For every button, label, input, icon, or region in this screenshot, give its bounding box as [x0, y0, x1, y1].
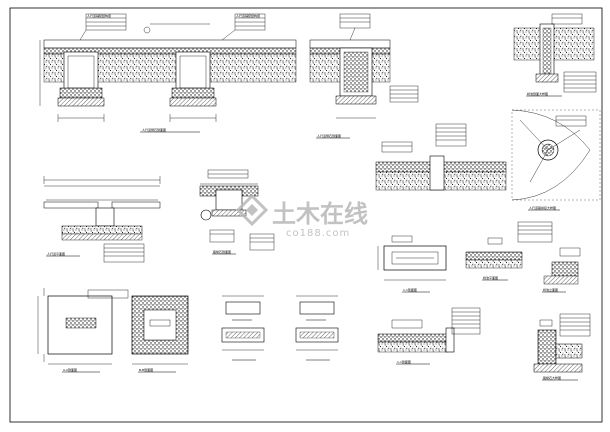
- detail-14-section: 1-1剖面图: [377, 307, 481, 365]
- caption: 人行道侧石剖面图: [142, 127, 166, 132]
- watermark-logo-icon: [235, 193, 269, 227]
- detail-15-section: 路缘石大样图: [533, 313, 591, 381]
- watermark-domain: co188.com: [286, 228, 350, 239]
- caption: 人行道平面图: [47, 251, 65, 256]
- caption: B-B剖面图: [139, 367, 153, 372]
- caption: 树池剖面大样图: [527, 91, 548, 96]
- caption: 树池平面图: [483, 275, 498, 280]
- detail-4-plan: 人行道路拼接大样图: [511, 109, 601, 211]
- detail-7-section: [375, 123, 507, 191]
- detail-8-plan: 1-1剖面图: [377, 235, 447, 293]
- detail-10-section: 树池立面图: [542, 247, 581, 293]
- detail-13-blocks: [221, 295, 339, 361]
- svg-text:人行道铺装结构层: 人行道铺装结构层: [87, 13, 111, 18]
- caption: 树池立面图: [543, 287, 558, 292]
- caption: 路缘石大样图: [543, 375, 561, 380]
- detail-1-section: 人行道铺装结构层 人行道铺装结构层 人行道侧石剖面图: [39, 13, 297, 133]
- detail-5-section: 人行道平面图: [43, 176, 161, 263]
- caption: 路缘石剖面图: [213, 249, 231, 254]
- caption: 人行道路拼接大样图: [529, 205, 556, 210]
- detail-12-plan: B-B剖面图: [131, 295, 189, 373]
- watermark: 土木在线 co188.com: [235, 193, 368, 239]
- caption: 人行道侧石剖面图: [317, 133, 341, 138]
- detail-3-section: 树池剖面大样图: [513, 13, 597, 97]
- watermark-brand: 土木在线: [272, 200, 368, 228]
- caption: 1-1剖面图: [403, 287, 417, 292]
- svg-text:人行道铺装结构层: 人行道铺装结构层: [236, 13, 260, 18]
- caption: A-A剖面图: [63, 367, 77, 372]
- detail-11-plan: A-A剖面图: [37, 288, 129, 373]
- caption: 1-1剖面图: [397, 359, 411, 364]
- detail-9-section: 树池平面图: [465, 221, 553, 281]
- detail-6-section: 路缘石剖面图: [199, 169, 275, 255]
- sheet-border: [9, 7, 603, 423]
- detail-2-section: 人行道侧石剖面图: [309, 13, 419, 139]
